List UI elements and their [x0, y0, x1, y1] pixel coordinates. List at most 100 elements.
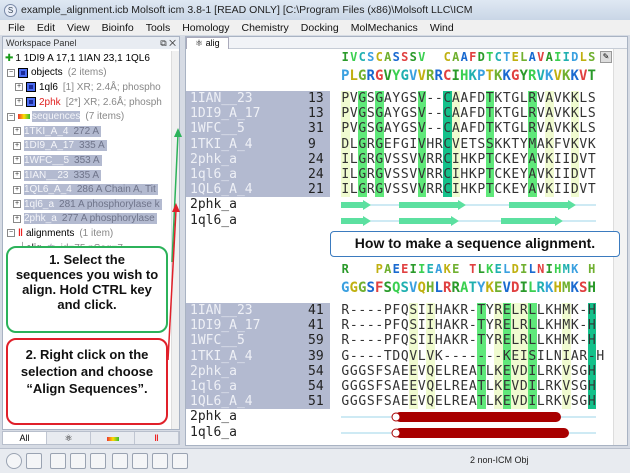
tree-object-item[interactable]: +2phk[2*] XR; 2.6Å; phosph — [15, 96, 162, 108]
tab-alignments[interactable]: ‖ — [135, 432, 179, 444]
residue: V — [553, 121, 562, 137]
logo-letter: K — [571, 262, 579, 276]
residue: - — [434, 91, 443, 106]
sequence-row-label[interactable]: 1TKI_A_4 — [186, 348, 304, 364]
residue: - — [375, 318, 384, 334]
sequence-row-label[interactable]: 2phk_a — [186, 151, 304, 167]
residue: G — [358, 167, 367, 183]
residue: A — [392, 379, 401, 394]
residue: I — [562, 182, 571, 198]
sequence-row-label[interactable]: 1IAN__23 — [186, 91, 304, 107]
menu-molmechanics[interactable]: MolMechanics — [350, 21, 418, 34]
menu-window[interactable]: Wind — [429, 21, 454, 34]
residue: - — [358, 303, 367, 318]
sequence-row-label[interactable]: 1QL6_A_4 — [186, 394, 304, 410]
callout-step1: 1. Select the sequences you wish to alig… — [6, 246, 168, 333]
sequence-row-label[interactable]: 1DI9_A_17 — [186, 318, 304, 334]
tree-object-item[interactable]: +1ql6[1] XR; 2.4Å; phospho — [15, 81, 161, 93]
sequence-row-label[interactable]: 1QL6_A_4 — [186, 182, 304, 198]
tab-all[interactable]: All — [3, 432, 47, 444]
tab-sequences[interactable] — [91, 432, 135, 444]
workspace-scrollbar[interactable] — [171, 51, 179, 429]
sequence-row-label[interactable]: 1IAN__23 — [186, 303, 304, 319]
residue: C — [443, 91, 452, 107]
residue: L — [349, 182, 358, 198]
panel-button[interactable] — [90, 453, 106, 469]
residue: S — [570, 363, 579, 379]
residue: - — [349, 303, 358, 318]
camera-icon[interactable] — [132, 453, 148, 469]
menu-tools[interactable]: Tools — [145, 21, 171, 34]
menu-chemistry[interactable]: Chemistry — [241, 21, 289, 34]
menu-edit[interactable]: Edit — [36, 21, 56, 34]
tab-molecules[interactable]: ⚛ — [47, 432, 91, 444]
menu-homology[interactable]: Homology — [182, 21, 230, 34]
window-button[interactable] — [70, 453, 86, 469]
settings-icon[interactable]: ✎ — [600, 51, 612, 63]
sequence-row-label[interactable]: 1DI9_A_17 — [186, 106, 304, 122]
residue: I — [528, 394, 537, 410]
logo-letter: R — [451, 280, 460, 296]
go-icon[interactable] — [26, 453, 42, 469]
sequence-row-label[interactable]: 2phk_a — [186, 363, 304, 379]
sequence-row-label[interactable]: 1ql6_a — [186, 167, 304, 183]
logo-letter — [367, 261, 376, 277]
residue: V — [417, 121, 426, 137]
residue: L — [528, 333, 537, 349]
gear-icon[interactable] — [112, 453, 128, 469]
sequence-row-label[interactable]: 1TKI_A_4 — [186, 136, 304, 152]
render-icon[interactable] — [152, 453, 168, 469]
residue: V — [536, 167, 545, 182]
sequence-row-label[interactable]: 1WFC__5 — [186, 121, 304, 137]
tree-header-row[interactable]: ✚1 1DI9 A 17,1 1IAN 23,1 1QL6 — [5, 52, 150, 64]
residue: A — [545, 121, 554, 137]
residue: S — [366, 379, 375, 394]
menu-view[interactable]: View — [67, 21, 90, 34]
paint-icon[interactable] — [172, 453, 188, 469]
sequence-row-label[interactable]: 1ql6_a — [186, 379, 304, 395]
menu-bioinfo[interactable]: Bioinfo — [101, 21, 134, 34]
sequence-row-label[interactable]: 1WFC__5 — [186, 333, 304, 349]
residue: D — [477, 91, 486, 106]
stop-icon[interactable] — [6, 453, 22, 469]
logo-letter — [358, 261, 367, 277]
residue: V — [349, 121, 358, 137]
logo-letter: G — [349, 280, 358, 296]
tab-alig[interactable]: ⚛ alig — [186, 37, 229, 49]
tree-objects[interactable]: −objects(2 items) — [7, 67, 107, 79]
menu-docking[interactable]: Docking — [300, 21, 339, 34]
tree-sequences[interactable]: −sequences(7 items) — [7, 111, 125, 123]
panel-float-close-icons[interactable]: ⧉ ✕ — [160, 37, 176, 48]
residue: I — [417, 318, 426, 334]
residue: D — [570, 167, 579, 183]
residue: - — [349, 348, 358, 364]
logo-letter: A — [435, 262, 443, 276]
residue: G — [579, 394, 588, 410]
residue: I — [341, 151, 350, 167]
menu-file[interactable]: File — [8, 21, 25, 34]
display-button[interactable] — [50, 453, 66, 469]
tree-alignments[interactable]: −‖alignments(1 item) — [7, 227, 114, 239]
